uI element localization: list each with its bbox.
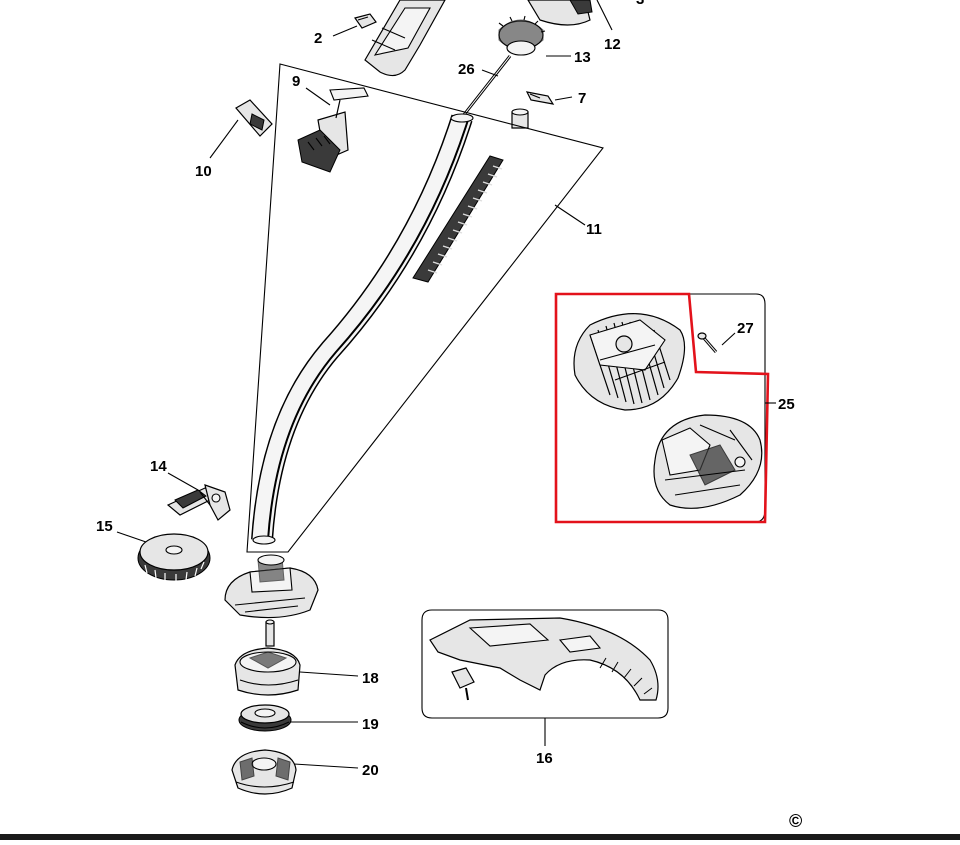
label-25: 25 <box>778 396 795 413</box>
part-26-drive-shaft <box>461 55 512 117</box>
part-9-switch <box>297 87 369 173</box>
label-18: 18 <box>362 670 379 687</box>
part-18-spool-housing <box>234 647 301 696</box>
part-19-spool <box>238 704 292 732</box>
callout-line-2 <box>332 25 358 37</box>
label-15: 15 <box>96 518 113 535</box>
handle-housing <box>364 0 446 77</box>
callout-line-12 <box>596 0 613 31</box>
callout-line-27 <box>721 332 736 346</box>
label-10: 10 <box>195 163 212 180</box>
callout-line-9 <box>305 87 331 106</box>
spindle <box>265 619 275 647</box>
part-16-bracket <box>451 667 475 701</box>
label-26: 26 <box>458 61 475 78</box>
label-20: 20 <box>362 762 379 779</box>
part-7-plate <box>525 91 555 105</box>
part-25-guard-half-front <box>573 313 686 411</box>
label-3: 3 <box>636 0 644 8</box>
bottom-edge-bar <box>0 834 960 840</box>
callout-line-14 <box>167 472 199 491</box>
callout-line-15 <box>116 531 147 543</box>
part-25-red-highlight <box>554 292 770 524</box>
part-16-guard-box <box>421 609 669 719</box>
part-20-spool-cap <box>231 749 297 795</box>
part-11-tube-outline <box>246 63 604 553</box>
part-2-clip <box>354 13 377 29</box>
callout-line-26 <box>481 69 499 77</box>
label-11: 11 <box>586 221 602 238</box>
part-12-motor-top <box>527 0 593 26</box>
part-27-screw <box>697 332 718 353</box>
label-16: 16 <box>536 750 553 767</box>
curved-shaft-tube <box>251 113 474 545</box>
copyright-mark: © <box>789 811 802 831</box>
part-15-gear-wheel <box>137 533 211 582</box>
label-9: 9 <box>292 73 300 90</box>
label-19: 19 <box>362 716 379 733</box>
part-16-guard <box>429 617 659 701</box>
part-25-guard-half-back <box>653 414 763 509</box>
callout-line-10 <box>209 119 239 159</box>
label-7: 7 <box>578 90 586 107</box>
part-14-lever <box>166 484 231 521</box>
callout-line-7 <box>554 96 573 101</box>
label-27: 27 <box>737 320 754 337</box>
part-13-gear <box>498 15 546 56</box>
callout-line-18 <box>299 671 359 677</box>
ribbed-grip-sleeve <box>412 155 504 283</box>
callout-line-20 <box>293 763 359 769</box>
label-13: 13 <box>574 49 591 66</box>
label-14: 14 <box>150 458 167 475</box>
label-2: 2 <box>314 30 322 47</box>
label-12: 12 <box>604 36 621 53</box>
part-10-latch <box>235 99 273 137</box>
callout-line-11 <box>554 204 586 226</box>
motor-head-housing <box>224 554 319 619</box>
